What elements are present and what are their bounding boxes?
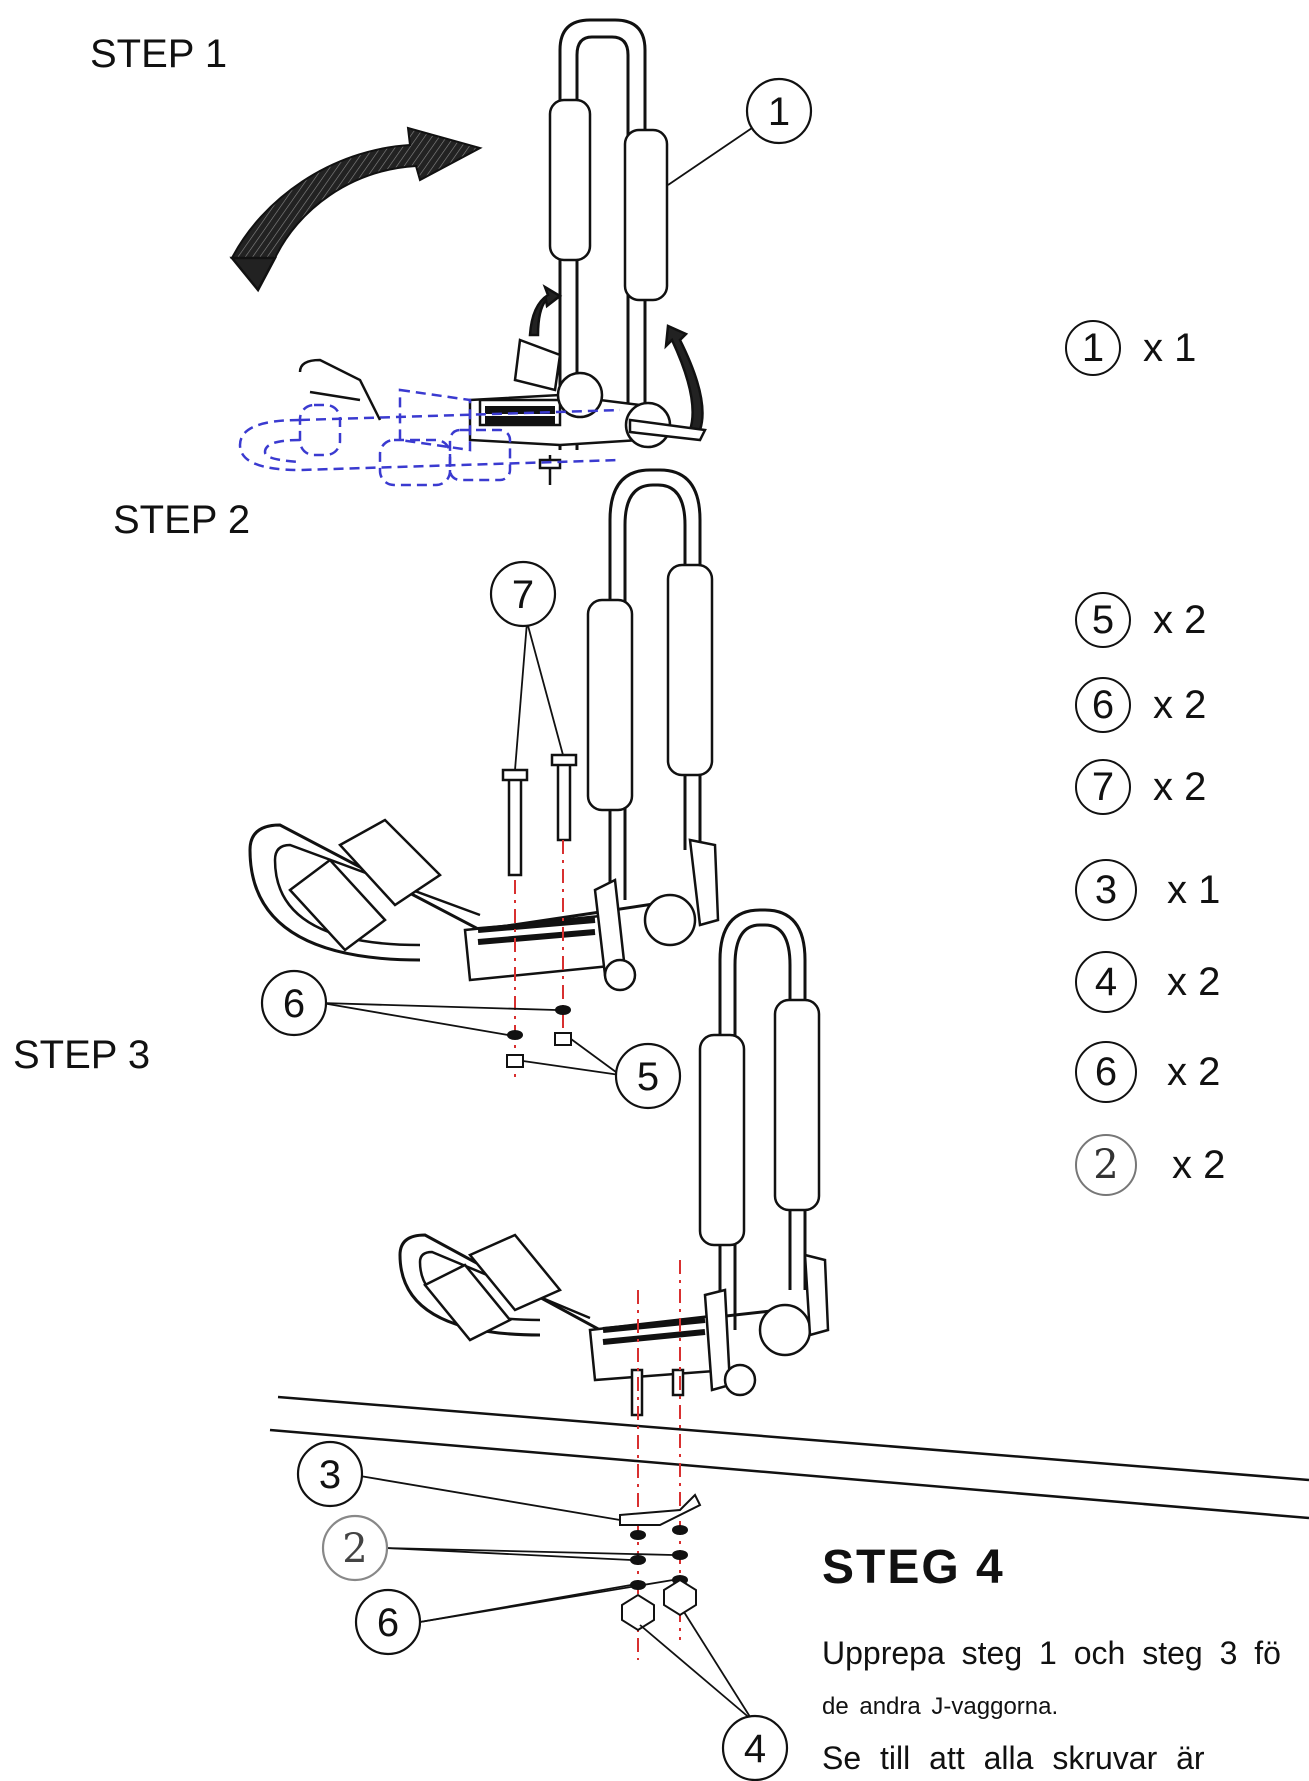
- step-3-label: STEP 3: [13, 1033, 151, 1077]
- step-2-label: STEP 2: [113, 498, 251, 542]
- step3-cradle: [398, 908, 830, 1417]
- parts-row-7: 6 x 2: [1075, 1041, 1221, 1103]
- callout-2-circle: [321, 1514, 389, 1582]
- steg4-title: STEG 4: [822, 1541, 1005, 1594]
- parts-row-3: 6 x 2: [1075, 675, 1206, 735]
- part-number-circle: 7: [1075, 759, 1131, 815]
- parts-row-1: 1 x 1: [1065, 318, 1196, 378]
- part-number-circle: 6: [1075, 677, 1131, 733]
- part-number-circle: 1: [1065, 320, 1121, 376]
- part-number-circle: 2: [1075, 1134, 1137, 1196]
- parts-row-6: 4 x 2: [1075, 951, 1221, 1013]
- steg4-instruction-line3: Se till att alla skruvar är: [822, 1740, 1205, 1776]
- callout-7-text: 7: [512, 573, 534, 617]
- roof-bars: [269, 1395, 1309, 1520]
- step3-hardware: [619, 1493, 702, 1632]
- step-1-label: STEP 1: [90, 32, 228, 76]
- part-quantity: x 2: [1167, 1049, 1221, 1094]
- part-quantity: x 2: [1167, 959, 1221, 1004]
- callout-5-text: 5: [637, 1055, 659, 1099]
- callout-6b-text: 6: [377, 1601, 399, 1645]
- callout-6b-circle: [354, 1588, 422, 1656]
- parts-list: 1 x 1 5 x 2 6 x 2 7 x 2 3 x 1 4 x 2 6 x …: [1030, 320, 1300, 1220]
- part-number-circle: 6: [1075, 1041, 1137, 1103]
- part-number-circle: 4: [1075, 951, 1137, 1013]
- callout-5-circle: [614, 1042, 682, 1110]
- step2-hardware: [506, 1005, 572, 1068]
- part-quantity: x 1: [1167, 867, 1221, 912]
- callout-6a-circle: [260, 969, 328, 1037]
- part-quantity: x 2: [1172, 1142, 1226, 1187]
- step2-cradle: [248, 468, 720, 992]
- parts-row-4: 7 x 2: [1075, 757, 1206, 817]
- part-quantity: x 2: [1153, 682, 1207, 727]
- callout-leaders: [321, 127, 753, 1721]
- part-quantity: x 2: [1153, 597, 1207, 642]
- part-quantity: x 2: [1153, 764, 1207, 809]
- callout-4-circle: [721, 1714, 789, 1781]
- callout-2-text: 2: [342, 1526, 367, 1572]
- part-number-circle: 3: [1075, 859, 1137, 921]
- steg4-instruction-line2: de andra J-vaggorna.: [822, 1693, 1059, 1720]
- parts-row-5: 3 x 1: [1075, 859, 1221, 921]
- callout-1-circle: [745, 77, 813, 145]
- callout-circles: [260, 77, 813, 1781]
- steg4-instruction-line1: Upprepa steg 1 och steg 3 fö: [822, 1635, 1281, 1671]
- callout-7-circle: [489, 560, 557, 628]
- part-quantity: x 1: [1143, 325, 1197, 370]
- parts-row-8: 2 x 2: [1075, 1134, 1226, 1196]
- callout-3-circle: [296, 1440, 364, 1508]
- part-number-circle: 5: [1075, 592, 1131, 648]
- callout-3-text: 3: [319, 1453, 341, 1497]
- callout-1-text: 1: [768, 90, 790, 134]
- callout-4-text: 4: [744, 1727, 766, 1771]
- parts-row-2: 5 x 2: [1075, 590, 1206, 650]
- step3-guides: [637, 1260, 681, 1660]
- callout-6a-text: 6: [283, 982, 305, 1026]
- step1-cradle: [229, 18, 707, 487]
- callout-numbers: 1 7 6 5 3 2 6 4: [283, 90, 790, 1771]
